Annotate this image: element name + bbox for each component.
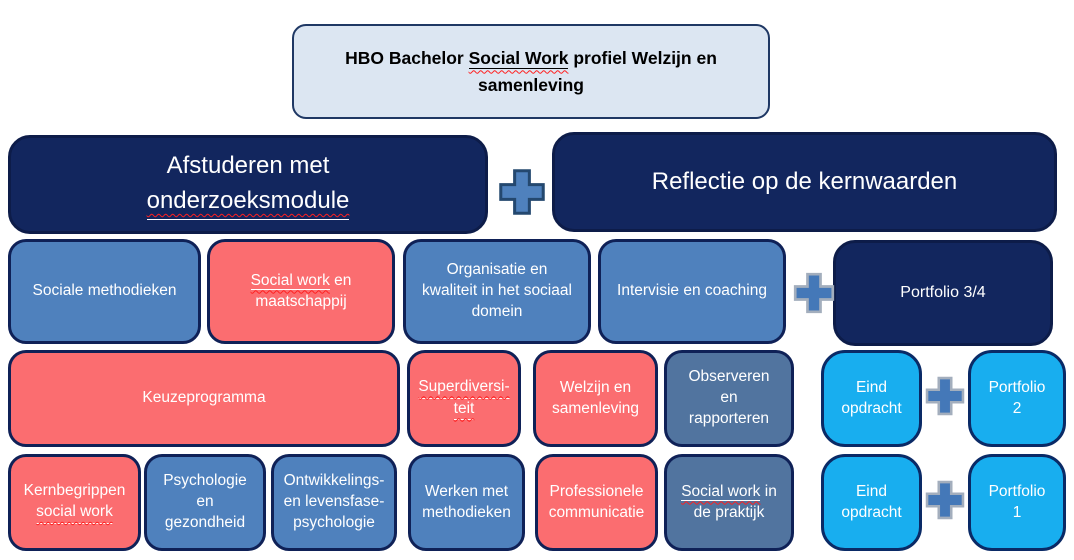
node-sociale-methodieken: Sociale methodieken — [8, 239, 201, 344]
title-underlined-text: Social Work — [468, 48, 569, 70]
node-eind-opdracht-1: Eind opdracht — [821, 454, 922, 551]
plus-icon — [496, 166, 548, 218]
node-observeren-en-rapporteren: Observeren en rapporteren — [664, 350, 794, 447]
node-ontwikkelings-en-levensfasepsychologie: Ontwikkelings- en levensfase- psychologi… — [271, 454, 397, 551]
node-portfolio-1: Portfolio 1 — [968, 454, 1066, 551]
underlined-text: Social work — [250, 271, 330, 290]
node-social-work-in-de-praktijk: Social work in de praktijk — [664, 454, 794, 551]
node-psychologie-en-gezondheid: Psychologie en gezondheid — [144, 454, 266, 551]
plus-icon — [923, 478, 967, 522]
plus-icon — [791, 270, 837, 316]
node-welzijn-en-samenleving: Welzijn en samenleving — [533, 350, 658, 447]
node-reflectie-op-de-kernwaarden: Reflectie op de kernwaarden — [552, 132, 1057, 232]
underlined-text: teit — [453, 399, 475, 421]
underlined-text: onderzoeksmodule — [146, 184, 350, 220]
node-portfolio-2: Portfolio 2 — [968, 350, 1066, 447]
node-professionele-communicatie: Professionele communicatie — [535, 454, 658, 551]
node-superdiversiteit: Superdiversi- teit — [407, 350, 521, 447]
diagram-title: HBO Bachelor Social Work profiel Welzijn… — [292, 24, 770, 119]
node-portfolio-3-4: Portfolio 3/4 — [833, 240, 1053, 346]
node-intervisie-en-coaching: Intervisie en coaching — [598, 239, 786, 344]
underlined-text: social work — [36, 502, 113, 524]
node-eind-opdracht-2: Eind opdracht — [821, 350, 922, 447]
underlined-text: Superdiversi- — [418, 377, 510, 399]
diagram-title-text: HBO Bachelor Social Work profiel Welzijn… — [345, 48, 717, 95]
node-keuzeprogramma: Keuzeprogramma — [8, 350, 400, 447]
underlined-text: Social work — [681, 482, 761, 501]
node-organisatie-en-kwaliteit: Organisatie en kwaliteit in het sociaal … — [403, 239, 591, 344]
node-afstuderen-met-onderzoeksmodule: Afstuderen met onderzoeksmodule — [8, 135, 488, 234]
node-kernbegrippen-social-work: Kernbegrippen social work — [8, 454, 141, 551]
node-werken-met-methodieken: Werken met methodieken — [408, 454, 525, 551]
node-social-work-en-maatschappij: Social work en maatschappij — [207, 239, 395, 344]
plus-icon — [923, 374, 967, 418]
